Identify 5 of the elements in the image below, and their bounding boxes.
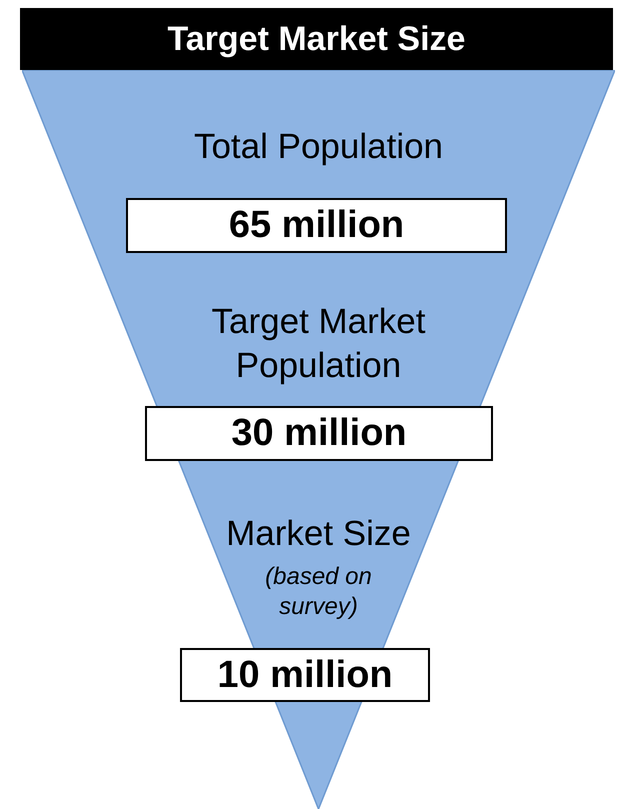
stage-label: Target Market Population (210, 301, 426, 387)
title-bar: Target Market Size (20, 8, 613, 70)
stage-label: Total Population (192, 126, 444, 168)
stage-label: Market Size (225, 513, 412, 555)
note-text: (based on survey) (264, 562, 373, 622)
